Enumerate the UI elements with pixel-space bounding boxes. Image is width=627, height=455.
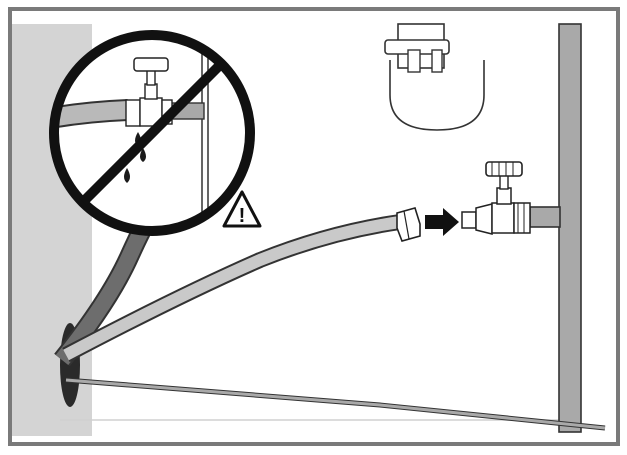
water-drop-icon: [140, 148, 146, 162]
prohibited-icon: [49, 30, 255, 236]
siphon: [384, 23, 485, 131]
pipe-branch: [529, 206, 561, 228]
warning-symbol: !: [239, 205, 246, 227]
water-pipe: [558, 23, 582, 433]
supply-hose: [63, 216, 401, 361]
cable: [65, 378, 606, 430]
water-drop-icon: [124, 168, 130, 183]
hose-connector: [396, 207, 421, 242]
prohibited-slash: [79, 60, 225, 206]
water-tap: [461, 161, 531, 235]
prohibited-inset: [49, 30, 255, 236]
arrow-right-icon: [425, 208, 459, 236]
warning-icon: !: [222, 190, 262, 228]
inset-wall-edge: [201, 35, 209, 231]
